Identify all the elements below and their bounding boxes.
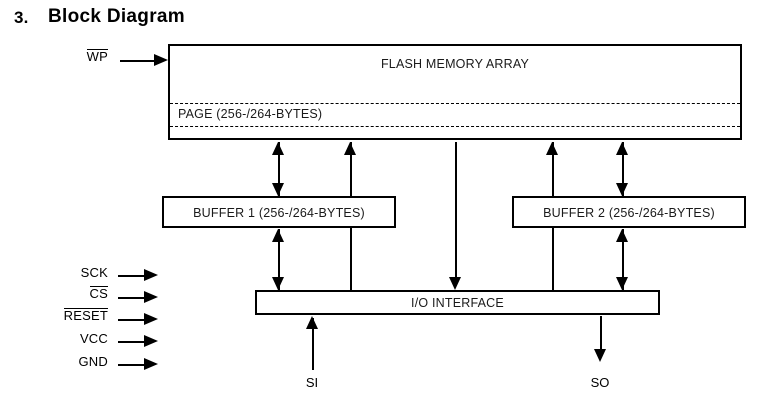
flash-memory-array-label: FLASH MEMORY ARRAY xyxy=(380,57,530,71)
buffer1-io-line xyxy=(278,229,280,290)
flash-buffer2-line xyxy=(622,142,624,196)
pin-label-reset: RESET xyxy=(20,308,108,324)
wp-arrow-icon xyxy=(154,53,168,66)
pin-sck-text: SCK xyxy=(80,265,108,280)
pin-label-gnd: GND xyxy=(40,354,108,369)
io-interface-box: I/O INTERFACE xyxy=(255,290,660,315)
buffer2-io-arrow-down-icon xyxy=(615,277,628,290)
reset-lead-line xyxy=(118,319,146,321)
pin-vcc-text: VCC xyxy=(79,331,108,346)
io-flash-right-arrow-up-icon xyxy=(545,142,558,155)
flash-io-center-line xyxy=(455,142,457,277)
page-band-top-dash xyxy=(170,103,740,104)
buffer-2-label: BUFFER 2 (256-/264-BYTES) xyxy=(543,206,715,220)
si-arrow-up-icon xyxy=(305,316,318,329)
si-line xyxy=(312,318,314,370)
buffer1-io-arrow-up-icon xyxy=(271,229,284,242)
so-arrow-down-icon xyxy=(593,349,606,362)
page-band-bottom-dash xyxy=(170,126,740,127)
io-flash-left-arrow-up-icon xyxy=(343,142,356,155)
flash-buffer1-arrow-down-icon xyxy=(271,183,284,196)
so-line xyxy=(600,316,602,356)
pin-label-wp: WP xyxy=(60,49,108,65)
pin-label-so: SO xyxy=(590,375,610,390)
page-title: Block Diagram xyxy=(48,6,185,27)
vcc-arrow-icon xyxy=(144,334,158,347)
buffer1-io-arrow-down-icon xyxy=(271,277,284,290)
gnd-lead-line xyxy=(118,364,146,366)
buffer-2-box: BUFFER 2 (256-/264-BYTES) xyxy=(512,196,746,228)
buffer-1-label: BUFFER 1 (256-/264-BYTES) xyxy=(193,206,365,220)
pin-label-cs: CS xyxy=(40,286,108,302)
gnd-arrow-icon xyxy=(144,357,158,370)
sck-lead-line xyxy=(118,275,146,277)
vcc-lead-line xyxy=(118,341,146,343)
cs-lead-line xyxy=(118,297,146,299)
reset-arrow-icon xyxy=(144,312,158,325)
flash-buffer1-arrow-up-icon xyxy=(271,142,284,155)
wp-lead-line xyxy=(120,60,156,62)
flash-io-center-arrow-down-icon xyxy=(448,277,461,290)
buffer2-io-arrow-up-icon xyxy=(615,229,628,242)
flash-memory-array-box: FLASH MEMORY ARRAY xyxy=(168,44,742,140)
buffer2-io-line xyxy=(622,229,624,290)
buffer-1-box: BUFFER 1 (256-/264-BYTES) xyxy=(162,196,396,228)
io-interface-label: I/O INTERFACE xyxy=(411,296,504,310)
pin-cs-text: CS xyxy=(89,286,108,301)
section-number: 3. xyxy=(14,8,29,27)
cs-arrow-icon xyxy=(144,290,158,303)
flash-buffer1-line xyxy=(278,142,280,196)
flash-buffer2-arrow-down-icon xyxy=(615,183,628,196)
pin-label-sck: SCK xyxy=(40,265,108,280)
pin-wp-text: WP xyxy=(86,49,108,64)
pin-reset-text: RESET xyxy=(63,308,108,323)
pin-label-si: SI xyxy=(305,375,319,390)
pin-gnd-text: GND xyxy=(78,354,108,369)
pin-label-vcc: VCC xyxy=(40,331,108,346)
sck-arrow-icon xyxy=(144,268,158,281)
flash-buffer2-arrow-up-icon xyxy=(615,142,628,155)
page-band-label: PAGE (256-/264-BYTES) xyxy=(178,107,323,121)
